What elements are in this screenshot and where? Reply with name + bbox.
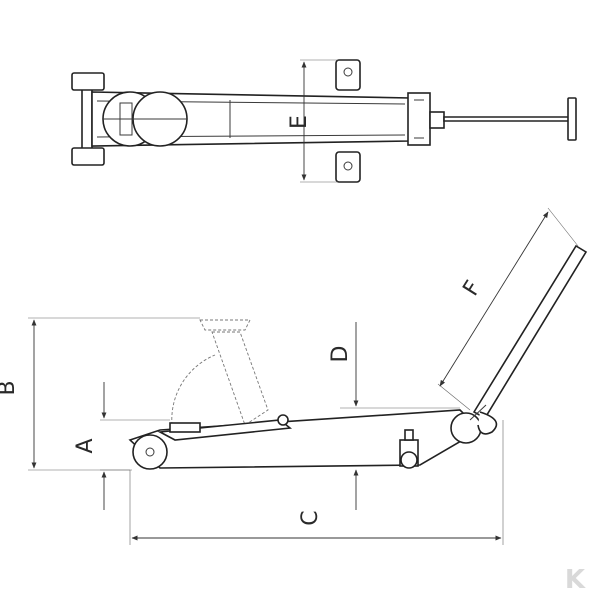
label-c: C [298, 510, 323, 525]
top-handle-bar [443, 116, 571, 122]
top-rear-axle [81, 90, 93, 148]
side-lift-arm [157, 419, 293, 441]
watermark-logo: K [565, 565, 586, 595]
label-b: B [0, 380, 20, 395]
side-handle [472, 244, 588, 420]
top-front-wheel-lower [335, 151, 361, 183]
ghost-lift-arm [211, 331, 269, 426]
side-release-valve [404, 429, 414, 441]
top-rear-wheel-lower [71, 147, 105, 166]
side-view: A B D C F [0, 207, 588, 545]
ghost-saddle-raised [199, 319, 251, 331]
label-f: F [459, 277, 487, 301]
ghost-swing-arc [171, 354, 216, 426]
side-arm-pivot [277, 414, 289, 426]
top-rear-wheel-upper [71, 72, 105, 91]
dimension-line-f [439, 211, 549, 387]
side-handle-hook [477, 411, 498, 435]
top-handle-socket [429, 111, 445, 129]
label-d: D [328, 346, 353, 363]
label-a: A [73, 438, 98, 453]
side-rear-wheel [132, 434, 168, 470]
top-view: E [71, 59, 577, 183]
side-front-roller [450, 412, 482, 444]
top-handle-grip [567, 97, 577, 141]
label-e: E [287, 115, 312, 129]
side-saddle-lowered [169, 422, 201, 433]
top-front-wheel-upper [335, 59, 361, 91]
side-caster-wheel [400, 451, 418, 469]
top-pump-block [407, 92, 431, 146]
